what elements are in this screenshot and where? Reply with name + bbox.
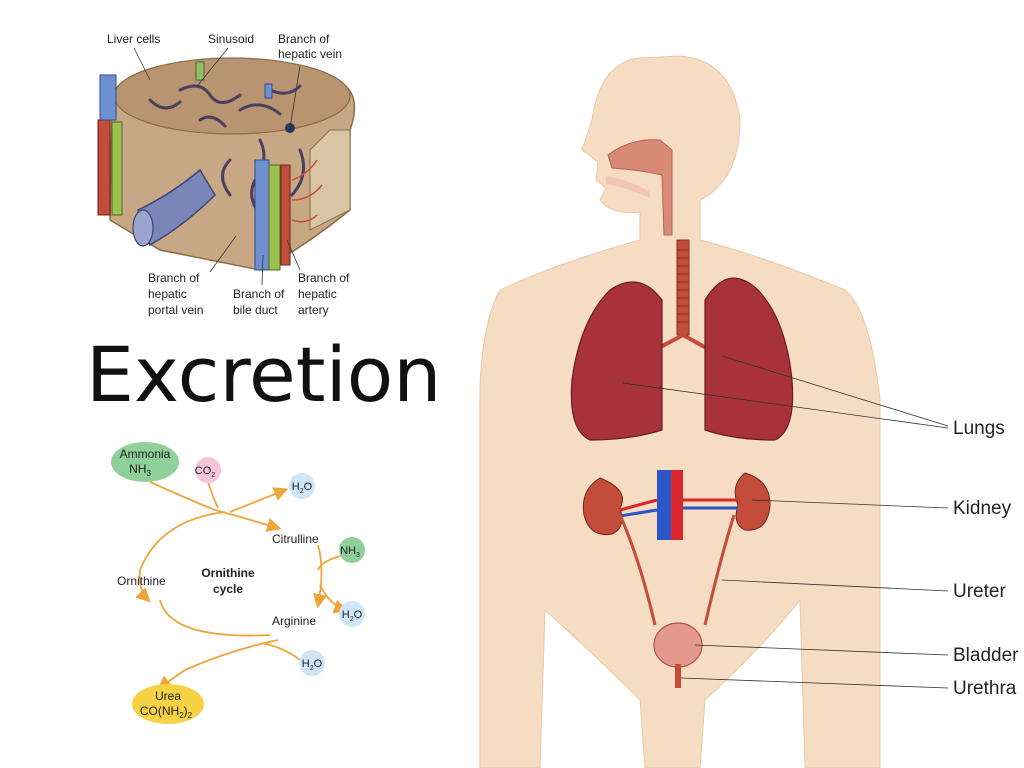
h2o-2-h: H xyxy=(342,609,350,621)
label-urethra: Urethra xyxy=(953,678,1017,699)
urea-bubble: Urea CO(NH2)2 xyxy=(132,684,204,724)
h2o-1-o: O xyxy=(304,481,313,493)
kidneys xyxy=(582,470,771,540)
portal-vein-vessel xyxy=(132,168,216,247)
label-hepatic-artery-line3: artery xyxy=(298,303,329,317)
ureters xyxy=(618,514,736,626)
water-bubble-2: H2O xyxy=(339,601,365,627)
stage-citrulline: Citrulline xyxy=(272,532,319,546)
label-kidney: Kidney xyxy=(953,498,1012,519)
label-portal-vein-line2: hepatic xyxy=(148,287,187,301)
ornithine-cycle-diagram: Ammonia NH3 CO2 H2O NH3 H2O H2O Urea CO(… xyxy=(111,442,365,724)
left-lung xyxy=(570,281,663,441)
svg-text:H2O: H2O xyxy=(302,658,323,672)
svg-text:CO(NH2)2: CO(NH2)2 xyxy=(140,704,193,720)
svg-text:H2O: H2O xyxy=(292,481,313,495)
airway xyxy=(606,139,673,236)
urea-formula-a: CO(NH xyxy=(140,704,179,718)
urea-sub: 2 xyxy=(179,711,184,720)
vertical-vessels xyxy=(97,61,323,271)
water-bubble-3: H2O xyxy=(299,650,325,676)
ammonia-formula: NH xyxy=(129,462,146,476)
svg-text:H2O: H2O xyxy=(342,609,363,623)
label-hepatic-vein-line2: hepatic vein xyxy=(278,47,342,61)
stage-ornithine: Ornithine xyxy=(117,574,166,588)
label-bile-duct-line2: bile duct xyxy=(233,303,278,317)
liver-lobule-diagram: Liver cells Sinusoid Branch of hepatic v… xyxy=(97,32,356,317)
label-bile-duct-line1: Branch of xyxy=(233,287,285,301)
co2-bubble: CO2 xyxy=(195,457,221,483)
body-silhouette xyxy=(479,55,881,768)
label-hepatic-artery-line2: hepatic xyxy=(298,287,337,301)
svg-text:CO2: CO2 xyxy=(195,465,216,479)
urea-sub2: 2 xyxy=(188,711,193,720)
label-ureter: Ureter xyxy=(953,581,1006,602)
h2o-1-h: H xyxy=(292,481,300,493)
cycle-arrows xyxy=(135,481,349,691)
nh3-bubble: NH3 xyxy=(339,537,365,563)
label-portal-vein-line3: portal vein xyxy=(148,303,203,317)
co2-formula: CO xyxy=(195,465,212,477)
cycle-center-line2: cycle xyxy=(213,582,243,596)
label-lungs: Lungs xyxy=(953,418,1005,439)
h2o-2-sub: 2 xyxy=(350,616,354,623)
label-sinusoid: Sinusoid xyxy=(208,32,254,46)
urea-formula-b: ) xyxy=(184,704,188,718)
right-lung xyxy=(704,277,794,441)
label-bladder: Bladder xyxy=(953,645,1019,666)
ammonia-name: Ammonia xyxy=(120,447,171,461)
label-hepatic-vein-line1: Branch of xyxy=(278,32,330,46)
nh3-subscript: 3 xyxy=(356,552,360,559)
page-title: Excretion xyxy=(86,330,442,419)
water-bubble-1: H2O xyxy=(289,473,315,499)
ammonia-bubble: Ammonia NH3 xyxy=(111,442,179,482)
h2o-3-o: O xyxy=(314,658,323,670)
svg-text:NH3: NH3 xyxy=(129,462,151,478)
label-liver-cells: Liver cells xyxy=(107,32,160,46)
label-hepatic-artery-line1: Branch of xyxy=(298,271,350,285)
stage-arginine: Arginine xyxy=(272,614,316,628)
label-portal-vein-line1: Branch of xyxy=(148,271,200,285)
liver-leader-lines xyxy=(133,47,301,286)
ammonia-subscript: 3 xyxy=(146,469,151,478)
urea-name: Urea xyxy=(155,689,181,703)
h2o-1-sub: 2 xyxy=(300,488,304,495)
nh3-formula: NH xyxy=(340,545,356,557)
body-leader-lines xyxy=(622,355,949,689)
h2o-3-sub: 2 xyxy=(310,665,314,672)
h2o-2-o: O xyxy=(354,609,363,621)
svg-text:NH3: NH3 xyxy=(340,545,360,559)
h2o-3-h: H xyxy=(302,658,310,670)
cycle-center-line1: Ornithine xyxy=(201,566,255,580)
co2-subscript: 2 xyxy=(211,472,215,479)
